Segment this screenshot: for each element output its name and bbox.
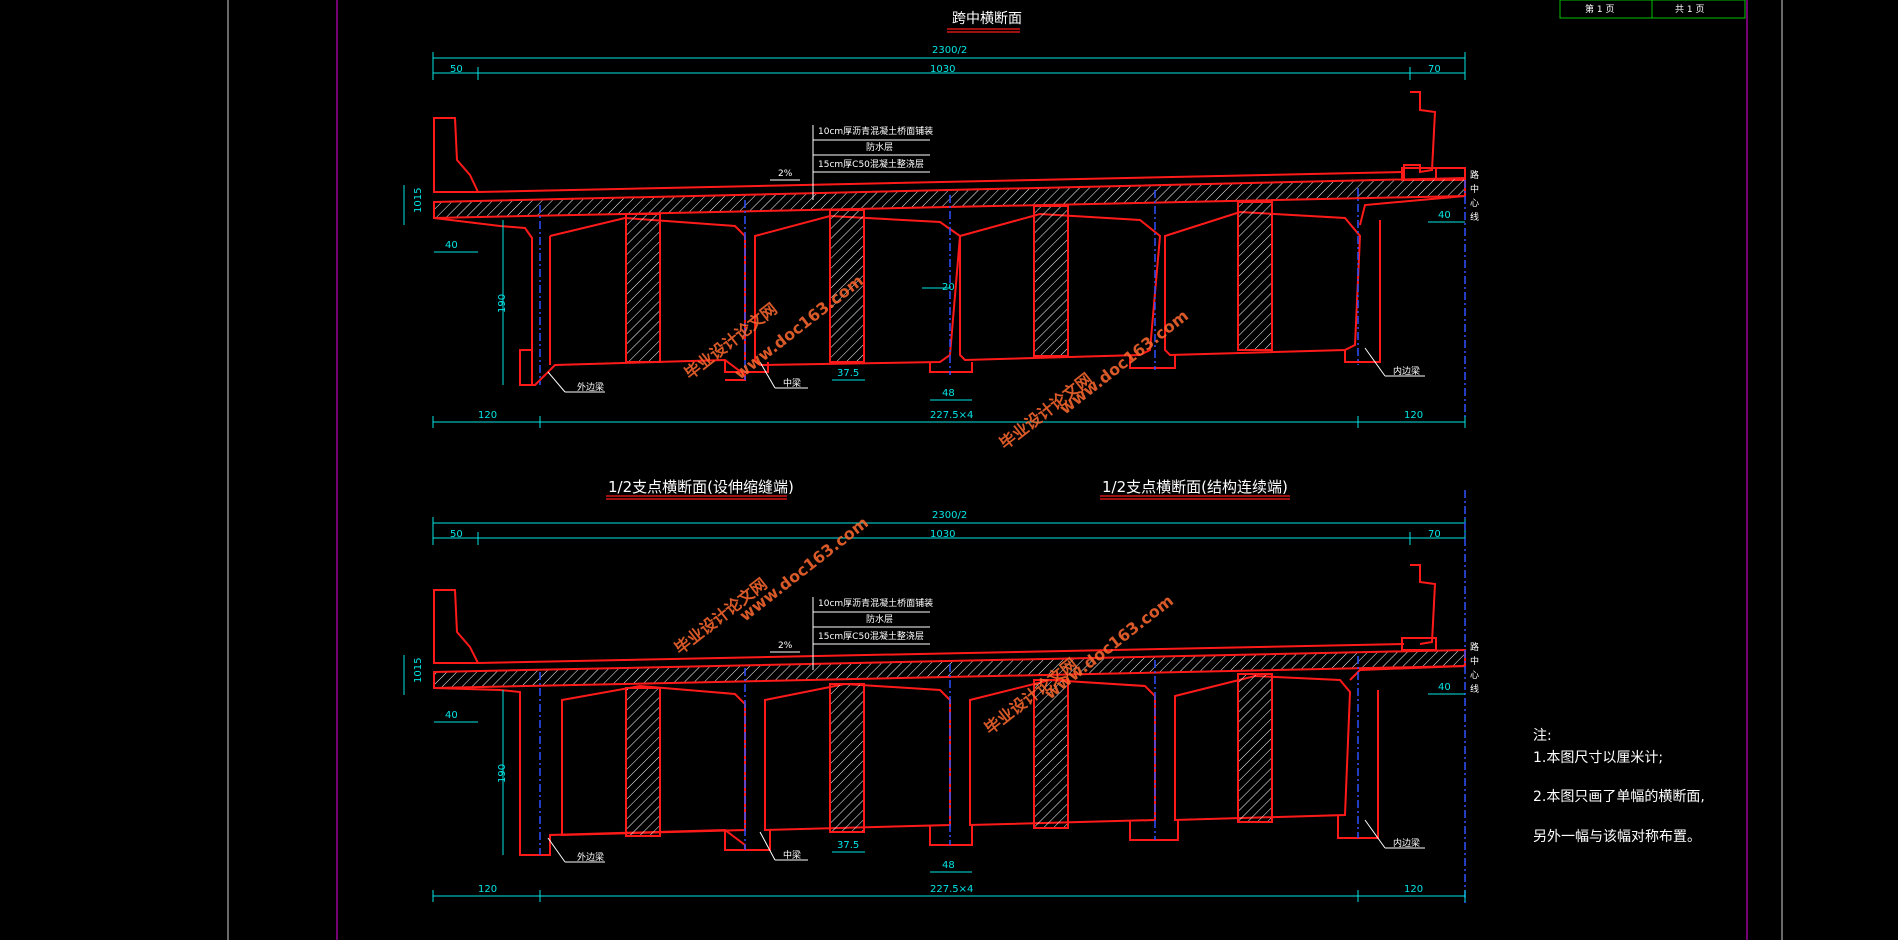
dim-edge-right: 120 <box>1404 410 1423 421</box>
road-center-1-b: 路 <box>1470 641 1479 653</box>
label-outer-beam-2: 外边梁 <box>577 851 604 863</box>
girders-midspan <box>433 195 1466 386</box>
dim-total-width-2: 2300/2 <box>932 510 967 521</box>
pavement-layers-support: 10cm厚沥青混凝土桥面铺装 防水层 15cm厚C50混凝土整浇层 2% <box>770 597 933 670</box>
slope-label: 2% <box>778 169 793 179</box>
note-3: 另外一幅与该幅对称布置。 <box>1533 829 1701 845</box>
pavement-layers-midspan: 10cm厚沥青混凝土桥面铺装 防水层 15cm厚C50混凝土整浇层 2% <box>770 125 933 200</box>
section-midspan: 2300/2 50 1030 70 <box>403 45 1479 428</box>
dim-beam-spacing-2: 227.5×4 <box>930 884 973 895</box>
dim-edge-right-2: 120 <box>1404 884 1423 895</box>
title-support-expansion: 1/2支点横断面(设伸缩缝端) <box>608 478 794 496</box>
road-center-3-b: 心 <box>1470 670 1479 681</box>
dim-left-curb-2: 50 <box>450 529 463 540</box>
watermark-url-4: www.doc163.com <box>1041 591 1177 703</box>
dim-beam-spacing: 227.5×4 <box>930 410 973 421</box>
section-titles: 跨中横断面 1/2支点横断面(设伸缩缝端) 1/2支点横断面(结构连续端) <box>606 11 1290 500</box>
road-center-2-b: 中 <box>1470 655 1479 667</box>
dim-bottom-48: 48 <box>942 388 955 399</box>
dim-web-20: 20 <box>942 282 955 293</box>
dim-right-rail: 70 <box>1428 64 1441 75</box>
dim-bottom-48-2: 48 <box>942 860 955 871</box>
dim-depth-side: 1015 <box>413 188 424 213</box>
label-middle-beam: 中梁 <box>783 377 801 389</box>
dim-edge-left: 120 <box>478 410 497 421</box>
pavement-layer-2-support: 防水层 <box>866 613 893 625</box>
dim-right-rail-2: 70 <box>1428 529 1441 540</box>
road-center-1: 路 <box>1470 169 1479 181</box>
label-inner-beam: 内边梁 <box>1393 365 1420 377</box>
dim-carriageway-2: 1030 <box>930 529 955 540</box>
dim-flange-left: 40 <box>445 240 458 251</box>
girder-centerlines-support <box>539 490 1466 905</box>
dim-height-190-2: 190 <box>497 764 508 783</box>
note-2: 2.本图只画了单幅的横断面, <box>1533 789 1705 805</box>
dim-bottom-37-5: 37.5 <box>837 368 859 379</box>
sheet-total: 共 1 页 <box>1675 4 1704 15</box>
label-middle-beam-2: 中梁 <box>783 849 801 861</box>
watermark-cn-2: 毕业设计论文网 <box>996 369 1096 453</box>
girder-centerlines-midspan <box>539 180 1466 420</box>
label-inner-beam-2: 内边梁 <box>1393 837 1420 849</box>
diaphragms-support <box>625 673 1273 837</box>
dim-carriageway: 1030 <box>930 64 955 75</box>
label-outer-beam: 外边梁 <box>577 381 604 393</box>
diaphragms-midspan <box>625 201 1273 363</box>
top-dimension-lines: 2300/2 50 1030 70 <box>432 45 1466 80</box>
top-dimension-lines-support: 2300/2 50 1030 70 <box>432 510 1466 545</box>
dim-edge-left-2: 120 <box>478 884 497 895</box>
dim-height-190: 190 <box>497 294 508 313</box>
section-support: 2300/2 50 1030 70 <box>403 490 1479 905</box>
title-support-continuous: 1/2支点横断面(结构连续端) <box>1102 478 1288 496</box>
note-heading: 注: <box>1533 728 1552 744</box>
dim-left-curb: 50 <box>450 64 463 75</box>
dim-bottom-37-5-2: 37.5 <box>837 840 859 851</box>
dim-depth-side-2: 1015 <box>413 658 424 683</box>
title-block: 第 1 页 共 1 页 <box>1559 0 1746 19</box>
notes-block: 注: 1.本图尺寸以厘米计; 2.本图只画了单幅的横断面, 另外一幅与该幅对称布… <box>1533 728 1705 845</box>
dim-flange-left-2: 40 <box>445 710 458 721</box>
title-midspan: 跨中横断面 <box>952 11 1022 27</box>
watermark-url-2: www.doc163.com <box>1056 306 1192 418</box>
note-1: 1.本图尺寸以厘米计; <box>1533 750 1663 766</box>
road-center-4: 线 <box>1470 211 1479 223</box>
slope-label-support: 2% <box>778 641 793 651</box>
pavement-layer-1-support: 10cm厚沥青混凝土桥面铺装 <box>818 597 933 609</box>
sheet-number: 第 1 页 <box>1585 3 1614 15</box>
road-center-3: 心 <box>1470 198 1479 209</box>
pavement-layer-3: 15cm厚C50混凝土整浇层 <box>818 158 924 170</box>
road-center-4-b: 线 <box>1470 683 1479 695</box>
drawing-frame <box>227 0 1783 940</box>
dim-flange-right: 40 <box>1438 210 1451 221</box>
pavement-layer-3-support: 15cm厚C50混凝土整浇层 <box>818 630 924 642</box>
pavement-layer-1: 10cm厚沥青混凝土桥面铺装 <box>818 125 933 137</box>
dim-total-width: 2300/2 <box>932 45 967 56</box>
pavement-layer-2: 防水层 <box>866 141 893 153</box>
road-center-2: 中 <box>1470 183 1479 195</box>
dim-flange-right-2: 40 <box>1438 682 1451 693</box>
